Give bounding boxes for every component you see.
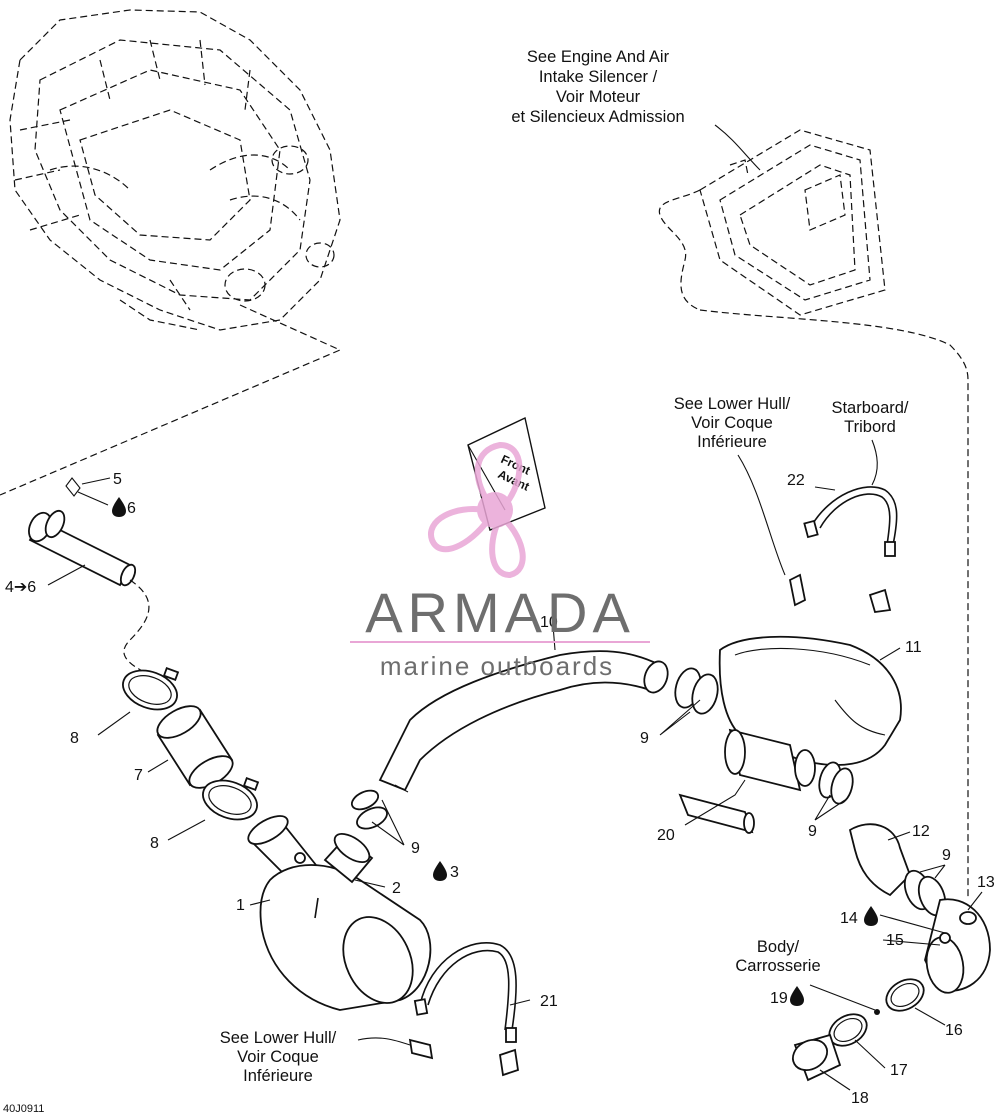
note-lower-hull-bottom: See Lower Hull/ Voir Coque Inférieure	[220, 1029, 337, 1085]
svg-text:Intake Silencer /: Intake Silencer /	[539, 68, 658, 86]
callout-4-to-6: 4➔6	[5, 579, 36, 596]
callout-11: 11	[905, 639, 922, 656]
propeller-logo	[428, 441, 526, 579]
part-15-fitting	[939, 932, 951, 944]
body-anchor-dot	[874, 1009, 880, 1015]
leader-lines	[47, 124, 983, 1091]
callout-9-upper: 9	[640, 730, 649, 747]
callout-18: 18	[851, 1090, 869, 1107]
callout-labels: 5 6 4➔6 8 7 8 1 2 3 9 10 11 9 9 20 12 9 …	[5, 471, 995, 1107]
svg-text:See Engine And Air: See Engine And Air	[527, 48, 670, 66]
callout-8-lower: 8	[150, 835, 159, 852]
drop-icon-14	[864, 906, 878, 926]
note-body: Body/ Carrosserie	[735, 938, 820, 975]
callout-12: 12	[912, 823, 930, 840]
brand-tagline: marine outboards	[380, 651, 614, 681]
callout-5: 5	[113, 471, 122, 488]
callout-13: 13	[977, 874, 995, 891]
callout-10: 10	[540, 614, 558, 631]
part-17-ring	[828, 1013, 868, 1047]
svg-text:See Lower Hull/: See Lower Hull/	[220, 1029, 337, 1047]
part-7-sleeve	[156, 705, 234, 789]
lubricant-drops	[112, 497, 878, 1006]
part-22-strap	[788, 486, 898, 613]
callout-9-middle: 9	[411, 840, 420, 857]
svg-text:Inférieure: Inférieure	[243, 1067, 313, 1085]
figure-code: 40J0911	[3, 1103, 44, 1115]
part-2-outlet	[323, 833, 374, 884]
part-10-hose	[378, 650, 669, 793]
part-4-pipe	[28, 477, 151, 676]
part-21-strap	[408, 942, 520, 1077]
air-intake-silencer-illustration	[658, 129, 886, 316]
part-1-muffler	[247, 815, 432, 1011]
armada-watermark: ARMADA marine outboards	[350, 441, 650, 681]
callout-3: 3	[450, 864, 459, 881]
svg-text:See Lower Hull/: See Lower Hull/	[674, 395, 791, 413]
svg-text:Voir Coque: Voir Coque	[691, 414, 773, 432]
part-16-ring	[885, 978, 925, 1012]
engine-illustration	[9, 9, 341, 331]
svg-text:Voir Moteur: Voir Moteur	[556, 88, 641, 106]
callout-8-upper: 8	[70, 730, 79, 747]
part-18-nut	[792, 1033, 842, 1082]
engine-link-line	[0, 304, 342, 496]
note-lower-hull-top: See Lower Hull/ Voir Coque Inférieure	[674, 395, 791, 451]
svg-text:Voir Coque: Voir Coque	[237, 1048, 319, 1066]
callout-9-lower: 9	[942, 847, 951, 864]
drop-icon-19	[790, 986, 804, 1006]
callout-15: 15	[886, 932, 904, 949]
callout-20: 20	[657, 827, 675, 844]
callout-19: 19	[770, 990, 788, 1007]
part-8-clamp-upper	[122, 667, 180, 711]
part-9-clamps-middle	[350, 789, 388, 830]
svg-text:Inférieure: Inférieure	[697, 433, 767, 451]
part-9-clamps-upper	[674, 667, 719, 715]
callout-6: 6	[127, 500, 136, 517]
brand-name: ARMADA	[365, 581, 635, 644]
note-engine-air-intake: See Engine And Air Intake Silencer / Voi…	[511, 48, 684, 126]
callout-7: 7	[134, 767, 143, 784]
callout-21: 21	[540, 993, 558, 1010]
part-13-outlet-elbow	[924, 898, 991, 994]
callout-22: 22	[787, 472, 805, 489]
part-9-clamps-lower	[903, 869, 947, 917]
part-11-resonator	[718, 635, 902, 805]
callout-9-right: 9	[808, 823, 817, 840]
svg-text:Carrosserie: Carrosserie	[735, 957, 820, 975]
callout-17: 17	[890, 1062, 908, 1079]
callout-16: 16	[945, 1022, 963, 1039]
svg-text:Body/: Body/	[757, 938, 800, 956]
callout-1: 1	[236, 897, 245, 914]
svg-text:Tribord: Tribord	[844, 418, 896, 436]
callout-14: 14	[840, 910, 858, 927]
svg-text:et Silencieux Admission: et Silencieux Admission	[511, 108, 684, 126]
callout-2: 2	[392, 880, 401, 897]
note-starboard: Starboard/ Tribord	[831, 399, 908, 436]
drop-icon-6	[112, 497, 126, 517]
part-8-clamp-lower	[202, 777, 260, 821]
svg-text:Starboard/: Starboard/	[831, 399, 908, 417]
part-20-strip	[678, 793, 755, 834]
drop-icon-3	[433, 861, 447, 881]
